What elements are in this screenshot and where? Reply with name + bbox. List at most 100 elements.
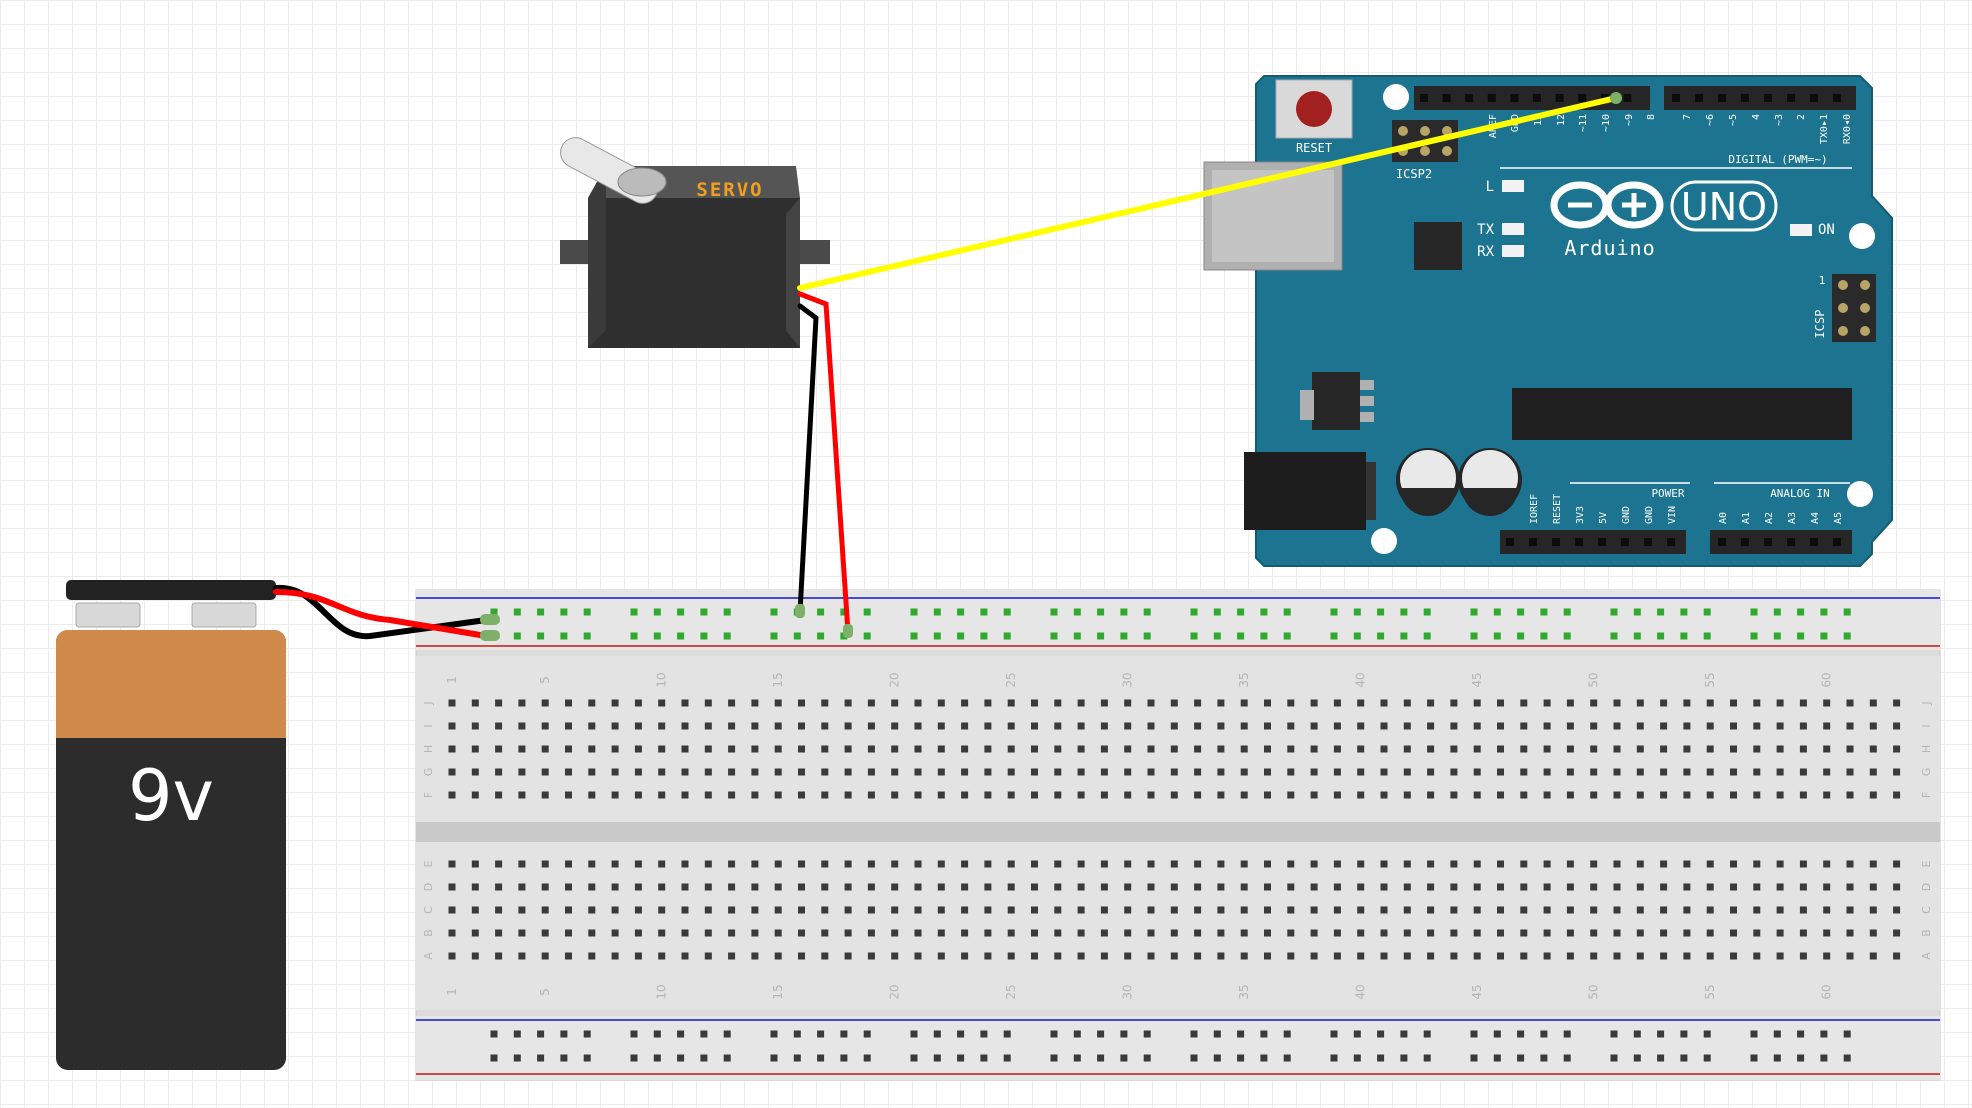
breadboard-hole [1240,791,1248,799]
rail-hole [1377,632,1385,640]
breadboard-hole [1450,860,1458,868]
breadboard-hole [937,952,945,960]
breadboard-hole [844,906,852,914]
breadboard-hole [1520,699,1528,707]
rail-hole [1493,608,1501,616]
battery-wire-red [273,589,489,639]
digital-pin-label: 12 [1556,114,1567,126]
breadboard-hole [634,952,642,960]
breadboard-hole [611,883,619,891]
breadboard-hole [961,860,969,868]
breadboard-hole [728,883,736,891]
row-letter-label: C [1920,906,1933,914]
breadboard-hole [1543,906,1551,914]
rail-hole [1190,1054,1198,1062]
rail-hole [1493,632,1501,640]
icsp-header [1832,274,1876,342]
breadboard-hole [448,768,456,776]
row-letter-label: E [422,860,435,867]
analog-pin-label: A4 [1810,512,1821,524]
breadboard-hole [1124,883,1132,891]
breadboard-hole [1520,722,1528,730]
breadboard-hole [751,906,759,914]
breadboard-hole [1217,768,1225,776]
breadboard-hole [1264,791,1271,799]
breadboard-hole [1007,791,1015,799]
column-number-label: 25 [1004,984,1018,999]
column-number-label: 45 [1470,984,1484,999]
breadboard-hole [1054,699,1062,707]
breadboard-hole [518,768,526,776]
rail-hole [1470,1054,1478,1062]
breadboard-hole [565,929,572,937]
rail-hole [653,632,661,640]
breadboard-hole [1753,745,1761,753]
breadboard-hole [1799,699,1807,707]
breadboard-hole [1730,791,1737,799]
digital-pin-label: ~6 [1705,114,1716,126]
header-hole [1621,538,1629,546]
breadboard-hole [611,952,619,960]
breadboard-hole [1217,952,1225,960]
breadboard-hole [1566,745,1574,753]
breadboard-hole [448,745,456,753]
breadboard-hole [1031,768,1038,776]
breadboard-hole [1613,883,1621,891]
servo-horn [560,137,667,204]
breadboard-hole [867,768,875,776]
breadboard-hole [1543,768,1551,776]
breadboard-hole [1613,791,1621,799]
rail-hole [1773,608,1781,616]
digital-pin-label: TX0▸1 [1819,114,1830,144]
rail-hole [653,1030,661,1038]
breadboard-hole [1310,699,1318,707]
rail-hole [1330,608,1338,616]
breadboard-hole [1007,768,1015,776]
breadboard-hole [448,929,456,937]
breadboard-hole [588,929,596,937]
power-label: POWER [1651,487,1684,500]
row-letter-label: H [422,745,435,753]
breadboard-hole [1077,952,1085,960]
digital-header-holes [1420,94,1841,102]
breadboard-hole [471,883,479,891]
column-number-label: 35 [1237,672,1251,687]
rail-hole [1610,1054,1618,1062]
breadboard-hole [1147,860,1155,868]
breadboard-hole [1240,860,1248,868]
breadboard-hole [891,952,899,960]
mounting-hole [1371,528,1397,554]
analog-pin-label: A0 [1718,512,1729,524]
rail-hole [723,632,731,640]
breadboard-hole [798,791,805,799]
breadboard-hole [1893,860,1901,868]
breadboard-hole [1380,952,1388,960]
breadboard-hole [1776,699,1784,707]
breadboard-hole [891,929,899,937]
breadboard-hole [1403,745,1411,753]
rail-hole [1563,632,1571,640]
breadboard-hole [681,906,689,914]
breadboard-hole [681,745,689,753]
breadboard-hole [1473,768,1481,776]
breadboard-hole [1473,906,1481,914]
digital-pin-label: 13 [1533,114,1544,126]
breadboard-hole [844,952,852,960]
breadboard-hole [961,699,969,707]
breadboard-hole [1403,722,1411,730]
breadboard-hole [634,906,642,914]
breadboard-hole [1706,906,1714,914]
breadboard-hole [1007,883,1015,891]
digital-label: DIGITAL (PWM=~) [1728,153,1827,166]
breadboard-hole [471,929,479,937]
breadboard-hole [1264,722,1271,730]
breadboard-hole [1077,906,1085,914]
breadboard-hole [774,906,782,914]
breadboard-hole [634,699,642,707]
servo-wire-ground [797,303,819,615]
breadboard-hole [1613,906,1621,914]
breadboard-hole [774,883,782,891]
breadboard-hole [1869,929,1877,937]
breadboard-hole [1287,929,1295,937]
breadboard-hole [961,883,969,891]
